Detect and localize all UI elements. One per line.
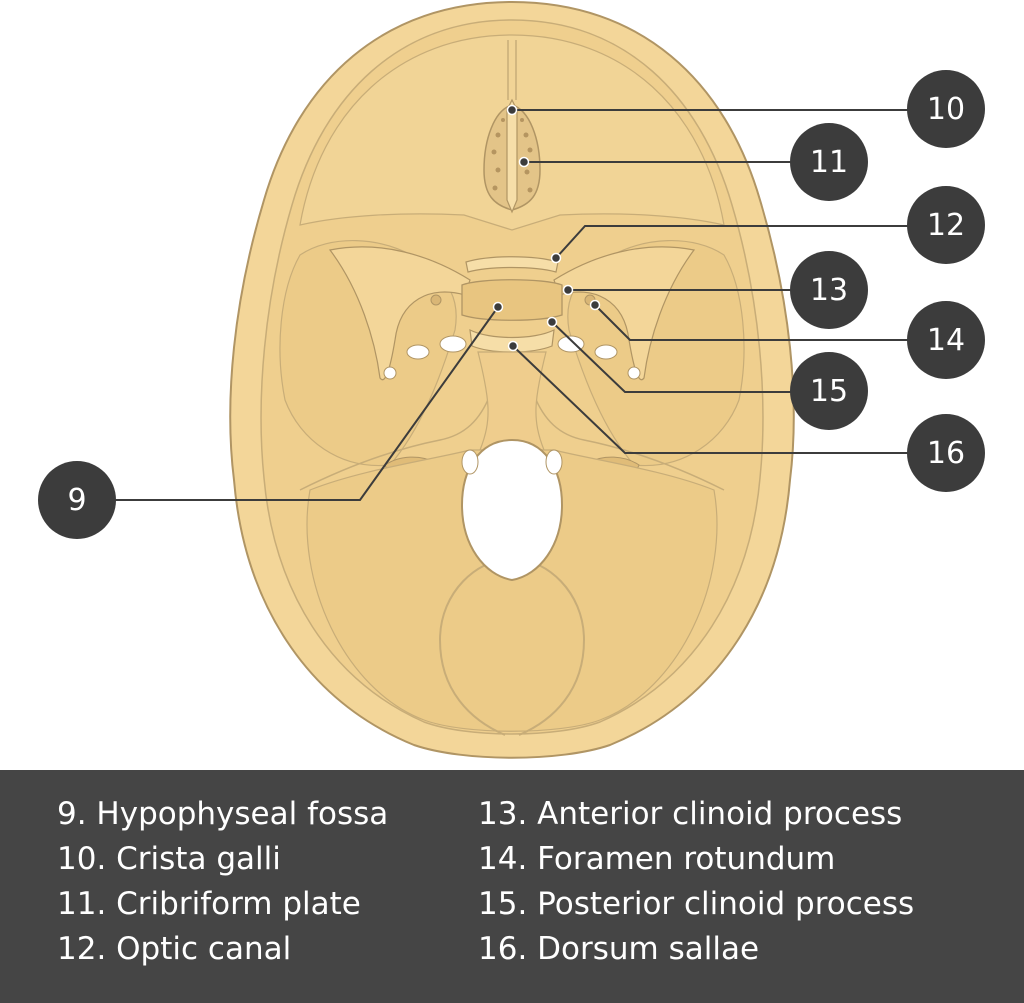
callout-14: 14 (907, 301, 985, 379)
callout-11: 11 (790, 123, 868, 201)
skull-base-diagram: 10 11 12 13 14 15 16 9 (38, 0, 985, 759)
leader-line-9 (114, 306, 499, 501)
legend-item-10: 10. Crista galli (57, 841, 281, 877)
foramen-rotundum-left (430, 294, 442, 306)
anchor-dot-15 (546, 316, 558, 328)
leader-line-15 (551, 321, 792, 393)
sella-turcica (461, 279, 563, 321)
callout-9: 9 (38, 461, 116, 539)
callout-15: 15 (790, 352, 868, 430)
callout-12: 12 (907, 186, 985, 264)
skull-base-illustration (114, 0, 910, 759)
foramen-ovale-left (439, 335, 467, 353)
anchor-dot-16 (507, 340, 519, 352)
legend-item-16: 16. Dorsum sallae (478, 931, 760, 967)
anchor-dot-9 (492, 301, 504, 313)
legend-column-right: 13. Anterior clinoid process 14. Foramen… (478, 792, 914, 972)
leader-line-12 (555, 225, 910, 259)
callout-16: 16 (907, 414, 985, 492)
leader-lines (114, 109, 910, 501)
legend-item-15: 15. Posterior clinoid process (478, 886, 915, 922)
legend-item-13: 13. Anterior clinoid process (478, 796, 903, 832)
legend-item-14: 14. Foramen rotundum (478, 841, 836, 877)
anchor-dot-12 (550, 252, 562, 264)
anchor-dot-14 (589, 299, 601, 311)
callout-13: 13 (790, 251, 868, 329)
foramen-spinosum-left (406, 344, 430, 360)
anchor-dot-11 (518, 156, 530, 168)
lesser-wing-left (328, 246, 471, 381)
jugular-foramen-left (461, 449, 479, 475)
crista-galli (506, 98, 518, 214)
foramen-magnum (460, 438, 564, 582)
legend-item-11: 11. Cribriform plate (57, 886, 361, 922)
callout-10: 10 (907, 70, 985, 148)
jugular-foramen-right (545, 449, 563, 475)
leader-line-16 (512, 345, 910, 454)
legend-column-left: 9. Hypophyseal fossa 10. Crista galli 11… (57, 792, 388, 972)
petrous-ridge-left (299, 394, 491, 491)
cribriform-foramina (491, 118, 533, 193)
legend-panel: 9. Hypophyseal fossa 10. Crista galli 11… (0, 770, 1024, 1003)
petrous-ridge-right (533, 394, 725, 491)
foramen-spinosum-right (594, 344, 618, 360)
lesser-wing-right (553, 246, 696, 381)
foramen-ovale-right (557, 335, 585, 353)
legend-item-12: 12. Optic canal (57, 931, 292, 967)
sinus-groove-right (518, 559, 586, 736)
tuberculum-sellae (465, 256, 559, 273)
anchor-dot-10 (506, 104, 518, 116)
frontal-crest (507, 40, 517, 100)
anchor-dots (492, 104, 601, 352)
leader-line-14 (594, 304, 910, 341)
sinus-groove-left (438, 559, 506, 736)
anchor-dot-13 (562, 284, 574, 296)
foramen-lacerum-right (627, 366, 641, 380)
foramen-lacerum-left (383, 366, 397, 380)
legend-item-9: 9. Hypophyseal fossa (57, 796, 389, 832)
